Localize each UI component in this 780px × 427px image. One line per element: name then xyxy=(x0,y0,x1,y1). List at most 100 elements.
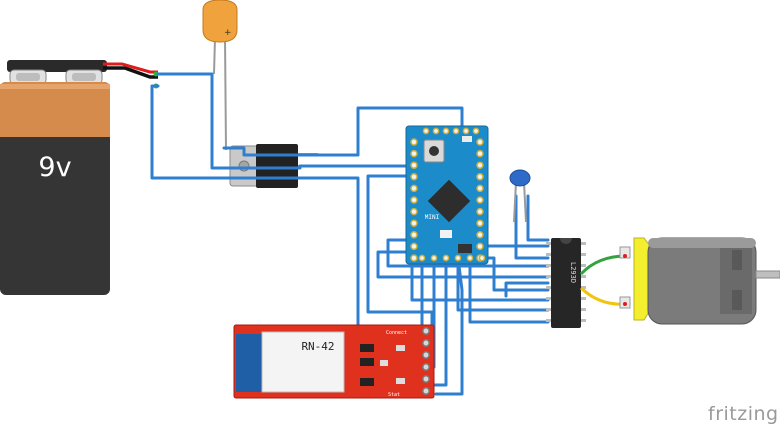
driver-chip-body xyxy=(551,238,581,328)
arduino-pin xyxy=(410,149,418,158)
wire-bt-5 xyxy=(434,256,464,396)
driver-pins xyxy=(546,242,586,322)
bluetooth-pins xyxy=(422,327,430,395)
wire-ceramic-cap-2 xyxy=(526,194,550,242)
arduino-pin xyxy=(476,149,484,158)
wire-battery-neg xyxy=(150,84,302,180)
wire-battery-pos xyxy=(156,72,302,170)
wire-driver-6 xyxy=(468,256,550,324)
arduino-pin xyxy=(410,242,418,251)
ceramic-capacitor-body xyxy=(509,169,531,187)
bluetooth-label: RN-42 xyxy=(301,340,334,353)
wire-driver-3 xyxy=(410,256,550,302)
wire-driver-8 xyxy=(504,281,550,298)
ceramic-capacitor xyxy=(509,169,531,223)
bluetooth-pin xyxy=(422,375,430,383)
capacitor-body xyxy=(202,0,238,43)
driver-pin xyxy=(546,297,552,300)
bluetooth-led-stat: Stat xyxy=(388,392,400,398)
motor-lead-green xyxy=(579,254,627,276)
fritzing-watermark: fritzing xyxy=(708,403,779,425)
arduino-pin xyxy=(476,173,484,181)
arduino-pin xyxy=(410,173,418,181)
driver-pin xyxy=(580,253,586,256)
arduino-pin xyxy=(422,127,430,135)
arduino-pin xyxy=(410,207,418,216)
arduino-pin xyxy=(432,127,440,135)
wire-ground xyxy=(298,176,360,327)
arduino-pro-mini: MINI xyxy=(405,125,489,265)
arduino-pin xyxy=(410,196,418,204)
svg-text:+: + xyxy=(224,28,232,38)
arduino-pin xyxy=(472,127,480,135)
wire-bt-1 xyxy=(366,174,434,332)
dc-motor xyxy=(619,237,780,325)
wire-ceramic-cap-1 xyxy=(514,194,550,260)
arduino-pin xyxy=(410,231,418,239)
driver-pin xyxy=(580,242,586,245)
arduino-pin xyxy=(476,184,484,193)
driver-pin xyxy=(580,319,586,322)
driver-pin xyxy=(546,286,552,289)
arduino-pin xyxy=(476,219,484,227)
driver-pin xyxy=(546,264,552,267)
arduino-pin xyxy=(476,231,484,239)
arduino-mcu-chip xyxy=(427,179,471,223)
bluetooth-led-connect: Connect xyxy=(386,330,407,336)
arduino-pin xyxy=(410,219,418,227)
rn42-bluetooth-module: RN-42 Connect Stat xyxy=(233,324,435,399)
arduino-pin xyxy=(476,207,484,216)
driver-pin xyxy=(580,275,586,278)
arduino-pin xyxy=(410,161,418,169)
battery-9v: 9v xyxy=(0,60,110,295)
motor-shaft xyxy=(755,270,780,279)
wire-driver-7 xyxy=(456,256,550,312)
wire-driver-5 xyxy=(480,256,550,292)
arduino-pin xyxy=(418,254,426,262)
bluetooth-pin xyxy=(422,339,430,347)
arduino-pin xyxy=(476,242,484,251)
driver-pin xyxy=(546,319,552,322)
wire-driver-1 xyxy=(376,250,550,279)
arduino-pin xyxy=(476,138,484,146)
arduino-pin xyxy=(452,127,460,135)
motor-lead-yellow xyxy=(579,286,627,306)
driver-pin xyxy=(546,308,552,311)
battery-label-band xyxy=(0,82,110,137)
arduino-pin xyxy=(454,254,462,262)
arduino-pin xyxy=(410,184,418,193)
bluetooth-pin xyxy=(422,363,430,371)
driver-pin xyxy=(580,297,586,300)
arduino-pins-left xyxy=(410,138,418,262)
driver-label: L293D xyxy=(569,262,577,283)
arduino-pins-bottom xyxy=(418,254,486,262)
driver-pin xyxy=(546,242,552,245)
arduino-pin xyxy=(466,254,474,262)
arduino-pins-top xyxy=(422,127,480,135)
arduino-pin xyxy=(476,161,484,169)
driver-pin xyxy=(546,275,552,278)
battery-lead-black xyxy=(103,66,158,79)
arduino-pin xyxy=(410,138,418,146)
battery-terminal-cap xyxy=(7,60,107,72)
arduino-pin xyxy=(430,254,438,262)
arduino-pin xyxy=(476,196,484,204)
driver-pin xyxy=(580,286,586,289)
bluetooth-pin xyxy=(422,387,430,395)
battery-lead-red xyxy=(103,62,158,74)
arduino-pin xyxy=(410,254,418,262)
regulator-body xyxy=(256,144,298,188)
arduino-label: MINI xyxy=(425,214,440,221)
battery-label: 9v xyxy=(38,152,71,183)
wire-regulator-out xyxy=(222,106,464,157)
bluetooth-module-shield xyxy=(261,331,345,393)
driver-pin xyxy=(580,308,586,311)
bluetooth-pin xyxy=(422,351,430,359)
driver-pin xyxy=(546,253,552,256)
arduino-pin xyxy=(478,254,486,262)
l293d-driver: L293D xyxy=(546,238,586,328)
bluetooth-antenna xyxy=(236,334,262,392)
driver-pin xyxy=(580,264,586,267)
arduino-pin xyxy=(442,127,450,135)
